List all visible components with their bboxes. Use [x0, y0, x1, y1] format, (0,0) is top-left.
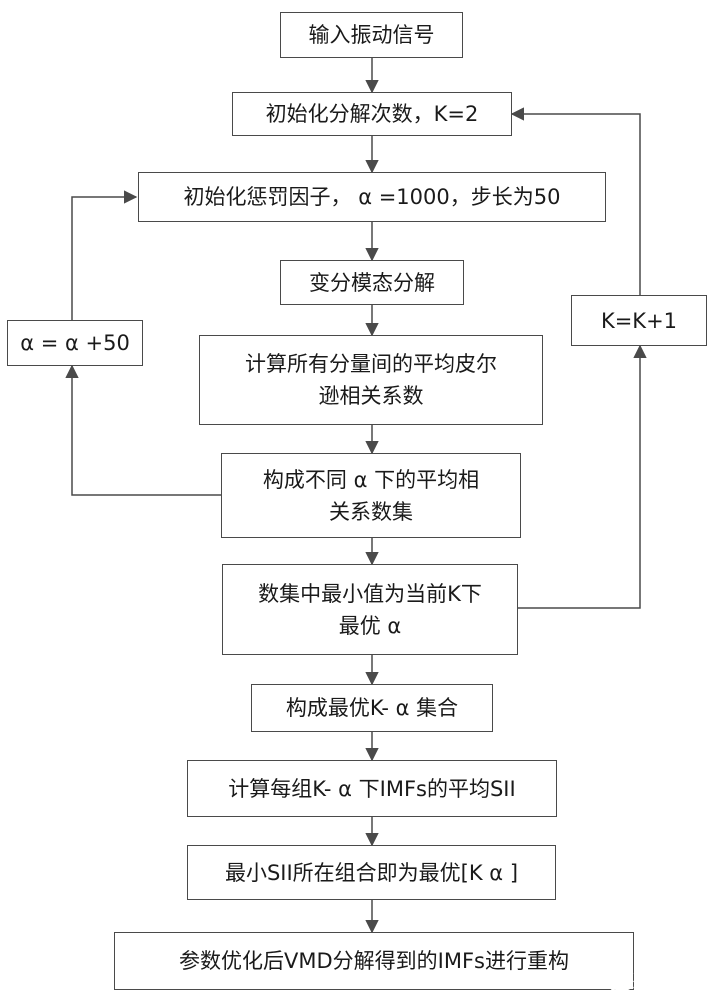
node-pearson: 计算所有分量间的平均皮尔 逊相关系数: [199, 335, 543, 425]
edge-minAlpha-to-kInc: [518, 344, 647, 609]
watermark-text: 聚聚网: [609, 970, 682, 998]
node-ka-set: 构成最优K- α 集合: [251, 684, 493, 732]
node-dataset-text: 构成不同 α 下的平均相 关系数集: [262, 467, 480, 524]
node-min-alpha: 数集中最小值为当前K下 最优 α: [222, 564, 518, 655]
node-vmd: 变分模态分解: [280, 260, 464, 305]
node-min-alpha-text: 数集中最小值为当前K下 最优 α: [258, 581, 482, 638]
node-pearson-text: 计算所有分量间的平均皮尔 逊相关系数: [245, 352, 497, 408]
edge-dataset-to-alphaInc: [65, 364, 221, 496]
node-alpha-inc: α = α +50: [7, 320, 143, 366]
node-rebuild: 参数优化后VMD分解得到的IMFs进行重构: [114, 932, 634, 990]
edge-kInc-to-initK: [510, 107, 641, 295]
edge-alphaInc-to-initAlpha: [71, 190, 138, 320]
watermark-logo: 聚聚网: [609, 970, 683, 999]
node-init-alpha: 初始化惩罚因子， α =1000，步长为50: [138, 172, 606, 222]
node-dataset: 构成不同 α 下的平均相 关系数集: [221, 453, 521, 538]
node-best: 最小SII所在组合即为最优[K α ]: [187, 845, 556, 900]
node-sii: 计算每组K- α 下IMFs的平均SII: [187, 760, 557, 817]
node-init-k: 初始化分解次数，K=2: [232, 92, 512, 136]
node-k-inc: K=K+1: [571, 295, 707, 346]
node-input: 输入振动信号: [280, 12, 463, 58]
